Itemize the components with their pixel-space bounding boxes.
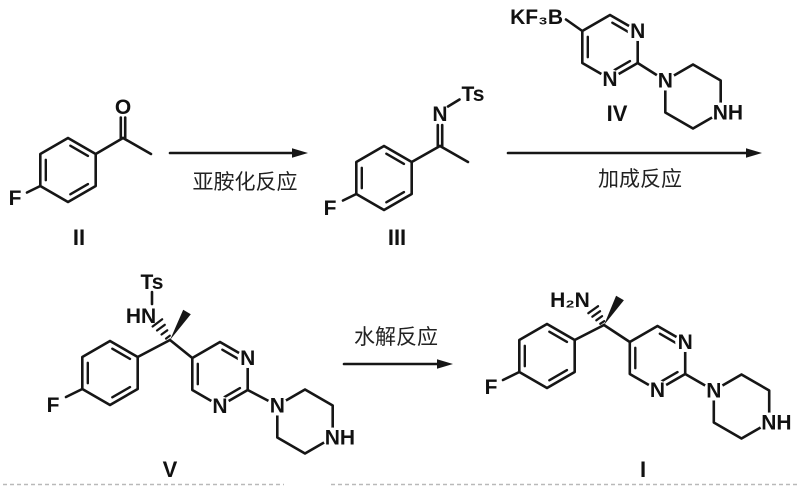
ring-imine-bond [410, 144, 442, 164]
c-methyl-bond [121, 136, 153, 156]
double-bond [658, 370, 679, 384]
double-bond [548, 368, 569, 382]
benzene-ring [81, 339, 139, 407]
double-bond [385, 152, 406, 166]
double-bond [111, 347, 132, 361]
atom-label-piperazine-n: N [658, 70, 673, 93]
double-bond [385, 190, 406, 204]
label-mask [322, 427, 343, 448]
compound-label-II: II [73, 225, 85, 250]
compound-label-III: III [388, 225, 406, 250]
double-bond [69, 182, 90, 196]
atom-label-n1: N [602, 68, 617, 91]
double-bond [611, 59, 632, 73]
ring-quaternary-bond [136, 338, 172, 359]
hashed-wedge-bond [595, 315, 604, 322]
atom-label-piperazine-nh: NH [761, 412, 791, 435]
label-mask [710, 102, 731, 123]
c-f-bond [341, 192, 358, 202]
reaction-arrow-imination: 亚胺化反应 [168, 148, 308, 194]
double-bond [548, 330, 569, 344]
reaction-label-hydrolysis: 水解反应 [354, 326, 438, 349]
atom-label-n3: N [630, 20, 645, 43]
compound-label-I: I [640, 457, 646, 482]
benzene-ring [355, 144, 413, 212]
ring-quaternary-bond [573, 323, 606, 342]
arrow-head [746, 148, 762, 158]
label-mask [210, 396, 230, 416]
atom-label-piperazine-n: N [270, 395, 285, 418]
double-bond [611, 21, 632, 35]
double-bond [111, 385, 132, 399]
compound-IV: KF₃B N N N NH IV [510, 6, 743, 130]
hashed-wedge-bond [160, 329, 169, 336]
hashed-wedge-bond [587, 305, 600, 315]
c-methyl-bond [438, 144, 470, 164]
atom-label-n3: N [240, 347, 255, 370]
hashed-wedge-bond [164, 334, 171, 340]
double-bond [221, 348, 242, 362]
reaction-arrow-hydrolysis: 水解反应 [342, 326, 453, 369]
atom-label-fluorine: F [485, 376, 498, 399]
atom-label-nitrogen: N [432, 103, 447, 126]
atom-label-hn: HN [126, 305, 156, 328]
hashed-wedge-bond [599, 320, 606, 325]
compound-I: H₂N F N N N NH I [485, 289, 792, 482]
label-mask [675, 332, 696, 352]
c-f-bond [64, 387, 84, 399]
atom-label-piperazine-nh: NH [713, 102, 743, 125]
double-bond [69, 144, 90, 158]
atom-label-tosyl: Ts [141, 271, 164, 294]
label-mask [237, 348, 258, 368]
atom-label-tosyl: Ts [462, 83, 485, 106]
compound-label-V: V [163, 457, 178, 482]
hashed-wedge-bond [591, 310, 602, 318]
ring-acyl-bond [94, 136, 125, 156]
double-bond [658, 332, 679, 346]
reaction-label-imination: 亚胺化反应 [193, 171, 298, 194]
label-mask [600, 69, 620, 89]
compound-V: Ts HN F N N N NH V [47, 271, 355, 482]
atom-label-h2n: H₂N [550, 289, 590, 312]
label-mask [703, 380, 724, 401]
methyl-wedge-bond [170, 309, 191, 340]
atom-label-n1: N [650, 379, 665, 402]
atom-label-n3: N [678, 331, 693, 354]
benzene-ring [39, 136, 97, 204]
arrow-head [437, 359, 453, 369]
reaction-arrow-addition: 加成反应 [506, 148, 762, 191]
compound-label-IV: IV [607, 101, 628, 126]
arrow-head [292, 148, 308, 158]
label-mask [267, 395, 288, 416]
compound-III: N Ts F III [324, 83, 485, 250]
label-mask [627, 21, 648, 41]
c-f-bond [501, 370, 521, 382]
quaternary-pyrimidine-bond [168, 338, 194, 360]
quaternary-pyrimidine-bond [602, 323, 632, 344]
hashed-wedge-bond [155, 323, 166, 332]
atom-label-kf3b: KF₃B [510, 6, 563, 29]
atom-label-oxygen: O [115, 96, 131, 119]
c-f-bond [25, 184, 42, 194]
atom-label-piperazine-nh: NH [325, 427, 355, 450]
atom-label-fluorine: F [9, 187, 22, 210]
benzene-ring [518, 322, 576, 390]
double-bond [221, 386, 242, 400]
atom-label-fluorine: F [324, 197, 337, 220]
methyl-wedge-bond [604, 295, 624, 325]
c-boron-bond [564, 18, 584, 33]
label-mask [655, 70, 676, 91]
atom-label-n1: N [212, 395, 227, 418]
compound-II: O F II [9, 96, 153, 250]
label-mask [647, 380, 668, 400]
label-mask [759, 412, 780, 433]
reaction-label-addition: 加成反应 [598, 168, 682, 191]
atom-label-piperazine-n: N [706, 380, 721, 403]
hashed-wedge-bond [151, 318, 164, 328]
n-ts-bond [446, 98, 461, 108]
atom-label-fluorine: F [47, 394, 60, 417]
